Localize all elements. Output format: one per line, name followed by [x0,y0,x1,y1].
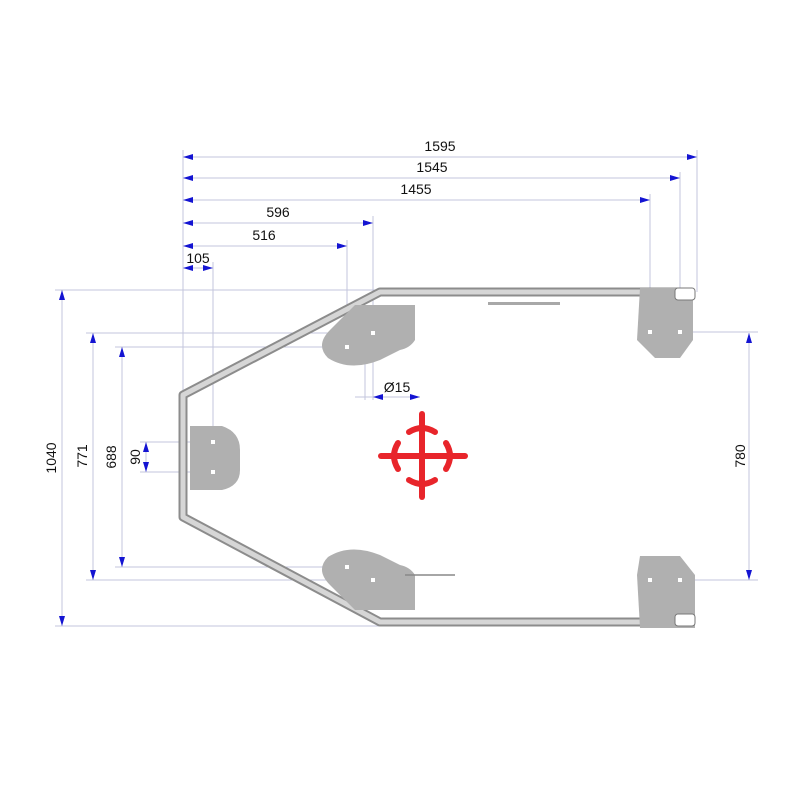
dim-label-771: 771 [74,444,90,468]
dim-label-1455: 1455 [400,181,431,197]
dim-label-90: 90 [127,449,143,465]
dim-label-780: 780 [732,444,748,468]
dim-label-516: 516 [252,227,276,243]
dimension-lines [59,154,752,626]
dim-label-105: 105 [186,250,210,266]
plate-top-right [637,288,693,358]
tube-frame [178,287,683,627]
dim-label-1040: 1040 [43,442,59,473]
mounting-plates [190,287,696,628]
dim-label-1545: 1545 [416,159,447,175]
plate-left [190,426,240,490]
plate-bottom-left [321,549,415,610]
dim-label-688: 688 [103,445,119,469]
plate-top-left [321,305,415,366]
dim-label-1595: 1595 [424,138,455,154]
plate-holes [211,330,682,582]
plate-bottom-right [637,556,695,628]
dim-label-596: 596 [266,204,290,220]
dim-label-hole-diameter: Ø15 [384,379,411,395]
center-of-gravity-icon [378,411,468,500]
